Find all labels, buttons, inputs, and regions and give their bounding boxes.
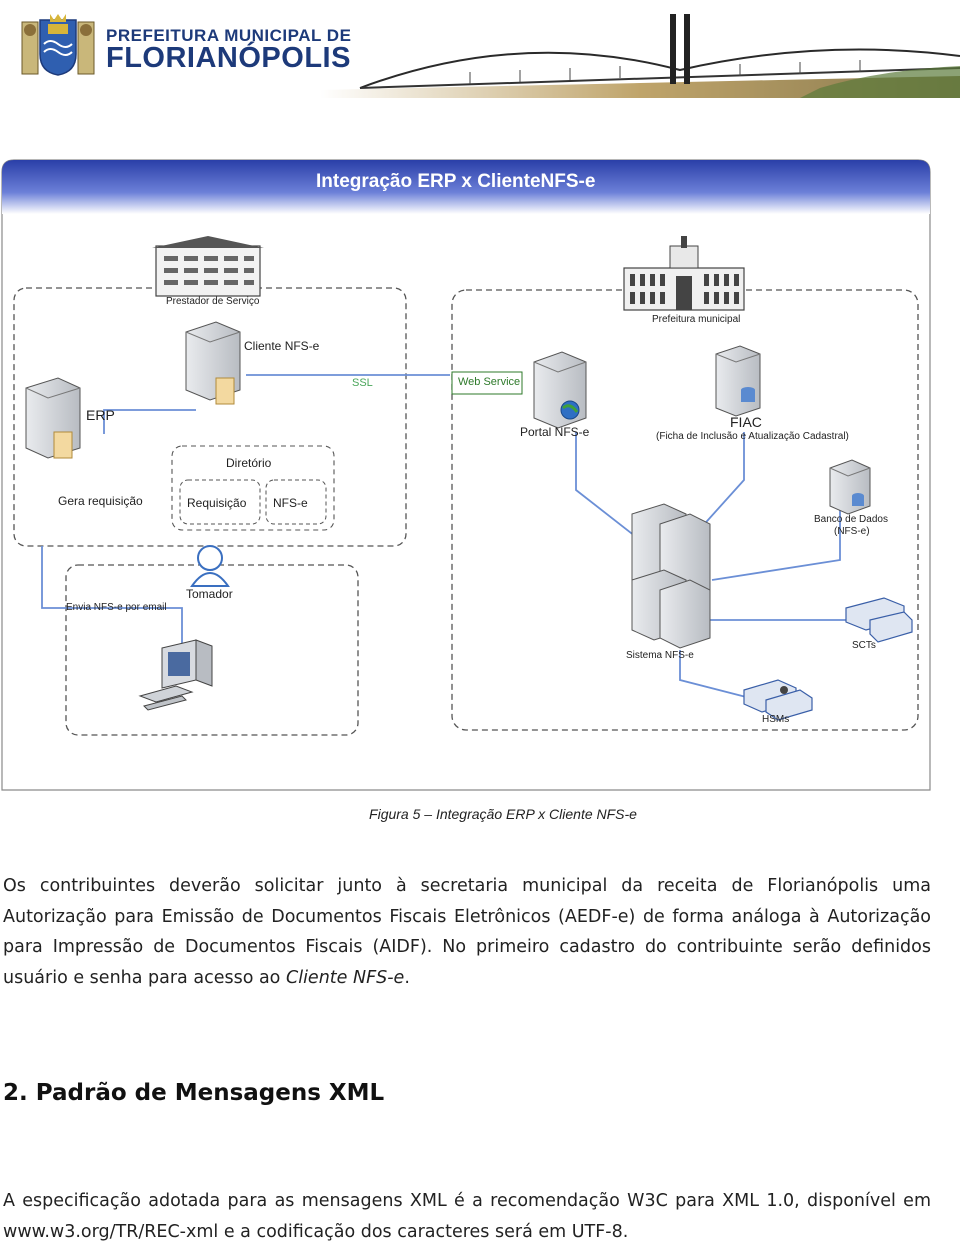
- section-title: Padrão de Mensagens XML: [35, 1080, 385, 1106]
- nfse-directory-label: NFS-e: [273, 496, 308, 510]
- paragraph-aedf-end: .: [404, 967, 410, 988]
- prefeitura-label: Prefeitura municipal: [652, 314, 741, 325]
- tomador-computer-icon: [138, 639, 213, 711]
- diagram-title: Integração ERP x ClienteNFS-e: [316, 171, 596, 192]
- prefeitura-region: [451, 289, 919, 731]
- integration-diagram: Integração ERP x ClienteNFS-e Prestador …: [0, 150, 932, 795]
- brand-line-1: PREFEITURA MUNICIPAL DE: [106, 26, 352, 45]
- cliente-nfse-server-icon: [185, 321, 241, 405]
- connector-fiac-sistema: [689, 432, 745, 541]
- page-header: PREFEITURA MUNICIPAL DE FLORIANÓPOLIS: [0, 0, 960, 100]
- connector-hsms: [679, 650, 751, 699]
- section-heading: 2. Padrão de Mensagens XML: [3, 1080, 384, 1106]
- paragraph-aedf-emphasis: Cliente NFS-e: [285, 967, 405, 988]
- scts-label: SCTs: [852, 640, 876, 651]
- cliente-nfse-label: Cliente NFS-e: [244, 339, 320, 353]
- portal-nfse-server-icon: [533, 351, 587, 429]
- tomador-label: Tomador: [186, 587, 233, 601]
- erp-server-icon: [25, 377, 81, 459]
- paragraph-aedf: Os contribuintes deverão solicitar junto…: [3, 871, 931, 993]
- bridge-banner-image: [320, 14, 960, 98]
- web-service-box: [451, 371, 523, 395]
- requisicao-box: [179, 479, 261, 525]
- envia-nfse-label: Envia NFS-e por email: [66, 602, 167, 613]
- prefeitura-building-icon: [623, 236, 745, 311]
- brand-line-2: FLORIANÓPOLIS: [106, 42, 351, 74]
- hsms-label: HSMs: [762, 714, 790, 725]
- fiac-description: (Ficha de Inclusão e Atualização Cadastr…: [656, 431, 849, 442]
- paragraph-aedf-text: Os contribuintes deverão solicitar junto…: [3, 876, 931, 988]
- banco-dados-label: Banco de Dados: [814, 514, 888, 525]
- portal-nfse-label: Portal NFS-e: [520, 425, 590, 439]
- scts-devices-icon: [845, 597, 913, 643]
- erp-label: ERP: [86, 407, 115, 423]
- prestador-building-icon: [152, 236, 264, 297]
- banco-dados-server-icon: [829, 459, 871, 515]
- ssl-label: SSL: [352, 377, 373, 389]
- requisicao-label: Requisição: [187, 496, 247, 510]
- gera-requisicao-label: Gera requisição: [58, 494, 143, 508]
- figure-caption: Figura 5 – Integração ERP x Cliente NFS-…: [369, 806, 637, 822]
- paragraph-xml-spec: A especificação adotada para as mensagen…: [3, 1191, 931, 1242]
- section-number: 2.: [3, 1080, 28, 1106]
- diagram-title-bar: [2, 160, 930, 214]
- connector-erp-client: [103, 409, 196, 434]
- sistema-nfse-servers-icon: [631, 503, 711, 649]
- prestador-label: Prestador de Serviço: [166, 296, 260, 307]
- coat-of-arms-logo: [21, 14, 95, 76]
- web-service-label: Web Service: [458, 376, 521, 388]
- sistema-nfse-label: Sistema NFS-e: [626, 650, 694, 661]
- fiac-server-icon: [715, 345, 761, 417]
- connector-portal-sistema: [575, 432, 641, 541]
- banco-dados-sublabel: (NFS-e): [834, 526, 870, 537]
- diretorio-label: Diretório: [226, 456, 272, 470]
- diretorio-region: [171, 445, 335, 531]
- tomador-person-icon: [190, 545, 230, 587]
- fiac-label: FIAC: [730, 414, 762, 430]
- diagram-canvas: [1, 159, 931, 791]
- connector-email: [41, 546, 183, 650]
- hsms-devices-icon: [743, 679, 813, 721]
- connector-banco-sistema: [711, 510, 841, 581]
- nfse-box: [265, 479, 327, 525]
